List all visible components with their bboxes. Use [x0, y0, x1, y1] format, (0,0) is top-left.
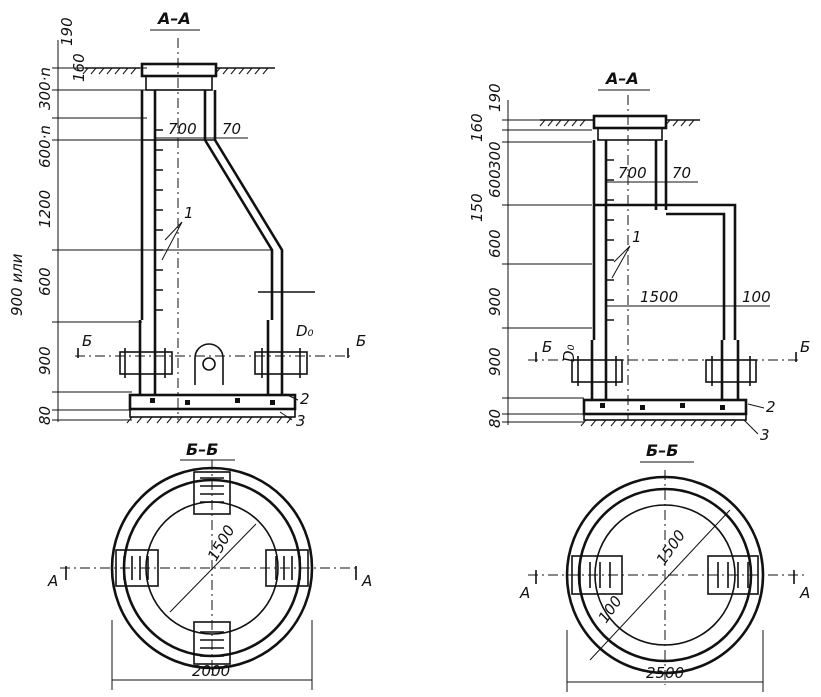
right-callout-3: 3 — [760, 426, 770, 444]
svg-text:900: 900 — [486, 347, 504, 376]
svg-text:190: 190 — [58, 17, 76, 46]
left-manhole-cover — [140, 62, 218, 78]
svg-text:160: 160 — [70, 53, 88, 82]
svg-text:900: 900 — [36, 346, 54, 375]
svg-text:700: 700 — [618, 164, 647, 182]
svg-text:150: 150 — [468, 193, 486, 222]
svg-text:80: 80 — [36, 406, 54, 425]
svg-text:600: 600 — [486, 229, 504, 258]
right-section-title: A–A — [604, 69, 639, 88]
svg-text:100: 100 — [742, 288, 771, 306]
svg-text:600·n: 600·n — [36, 125, 54, 168]
right-section-view: A–A — [468, 69, 810, 444]
left-plan-inner-diameter: 1500 — [204, 522, 239, 564]
left-ground-top — [82, 67, 275, 75]
svg-text:А: А — [47, 572, 58, 590]
left-section-view: A–A — [8, 9, 366, 430]
left-callout-2: 2 — [300, 390, 310, 408]
left-callout-1: 1 — [184, 204, 194, 222]
left-section-title: A–A — [156, 9, 191, 28]
right-callout-2: 2 — [766, 398, 776, 416]
svg-text:300: 300 — [486, 141, 504, 170]
svg-text:700: 700 — [168, 120, 197, 138]
svg-text:80: 80 — [486, 409, 504, 428]
svg-text:900: 900 — [486, 287, 504, 316]
svg-text:Б: Б — [800, 338, 810, 356]
svg-text:1200: 1200 — [36, 190, 54, 228]
right-ladder — [606, 159, 614, 321]
right-callout-1: 1 — [632, 228, 642, 246]
svg-text:900 или: 900 или — [8, 253, 26, 316]
svg-text:А: А — [361, 572, 372, 590]
svg-text:190: 190 — [486, 83, 504, 112]
left-vertical-dimensions: 190 160 300·n 600·n 1200 600 900 или 900… — [8, 17, 272, 425]
svg-text:600: 600 — [486, 169, 504, 198]
left-callout-3: 3 — [296, 412, 306, 430]
right-diameter-label: D₀ — [560, 344, 578, 362]
svg-text:160: 160 — [468, 113, 486, 142]
svg-text:1500: 1500 — [640, 288, 678, 306]
svg-text:Б: Б — [356, 332, 366, 350]
right-plan-outer-diameter: 2500 — [646, 664, 684, 682]
left-plan-title: Б–Б — [186, 440, 218, 459]
svg-text:Б: Б — [542, 338, 552, 356]
svg-text:300·n: 300·n — [36, 67, 54, 110]
left-diameter-label: D₀ — [296, 322, 314, 340]
svg-text:70: 70 — [672, 164, 691, 182]
right-plan-view: Б–Б 1500 100 2500 А А — [519, 441, 810, 692]
svg-text:А: А — [799, 584, 810, 602]
svg-text:70: 70 — [222, 120, 241, 138]
right-vertical-dimensions: 190 160 300 600 150 600 900 900 80 — [468, 83, 592, 428]
left-plan-outer-diameter: 2000 — [192, 662, 230, 680]
left-pipes — [119, 343, 308, 385]
right-manhole-cover — [592, 114, 668, 130]
right-plan-title: Б–Б — [646, 441, 678, 460]
svg-text:600: 600 — [36, 267, 54, 296]
right-plan-inner-diameter: 1500 — [653, 527, 690, 569]
svg-text:А: А — [519, 584, 530, 602]
left-plan-view: Б–Б 1500 2000 А А — [47, 440, 372, 690]
svg-text:Б: Б — [82, 332, 92, 350]
